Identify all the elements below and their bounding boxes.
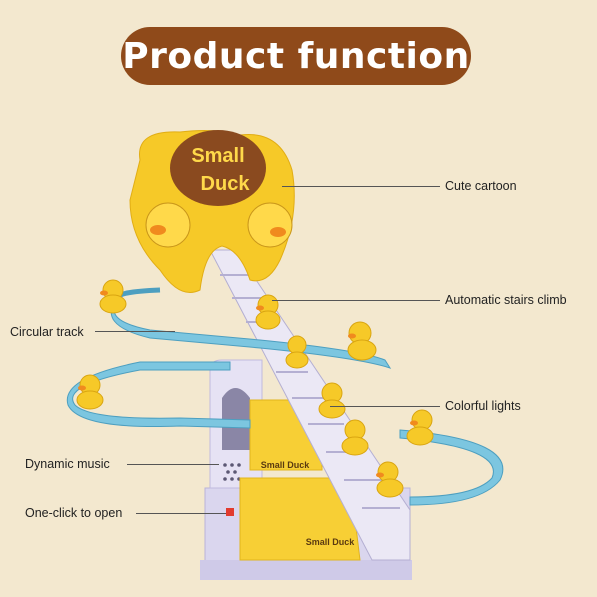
- cartoon-duck-left: [145, 202, 191, 248]
- feature-label-one-click: One-click to open: [25, 506, 123, 520]
- duck-figures: [76, 279, 434, 498]
- feature-label-dynamic-music: Dynamic music: [25, 457, 110, 471]
- callout-line-music: [127, 464, 219, 465]
- title-banner: Product function: [121, 27, 471, 85]
- callout-line-open: [136, 513, 226, 514]
- panel-label-lower: Small Duck: [306, 537, 356, 547]
- duck-beaks: [78, 290, 418, 478]
- title-text: Product function: [122, 35, 470, 77]
- cartoon-duck-right: [247, 202, 293, 248]
- callout-line-lights: [330, 406, 440, 407]
- feature-label-colorful-lights: Colorful lights: [445, 399, 521, 413]
- sign-title-line2: Duck: [201, 173, 251, 195]
- power-switch: [226, 508, 234, 516]
- sign-badge: [170, 130, 266, 206]
- feature-label-cute-cartoon: Cute cartoon: [445, 179, 517, 193]
- callout-line-cute-cartoon: [282, 186, 440, 187]
- track-right: [399, 429, 504, 506]
- feature-label-circular-track: Circular track: [10, 325, 84, 339]
- panel-label-upper: Small Duck: [261, 460, 311, 470]
- callout-line-track: [95, 331, 175, 332]
- track-lower: [66, 361, 251, 429]
- feature-label-stairs-climb: Automatic stairs climb: [445, 293, 567, 307]
- callout-line-stairs: [272, 300, 440, 301]
- sign-title-line1: Small: [191, 145, 244, 167]
- tower-arch: [222, 388, 250, 450]
- toy-base-bottom: [200, 560, 412, 580]
- panel-lower: [239, 477, 361, 561]
